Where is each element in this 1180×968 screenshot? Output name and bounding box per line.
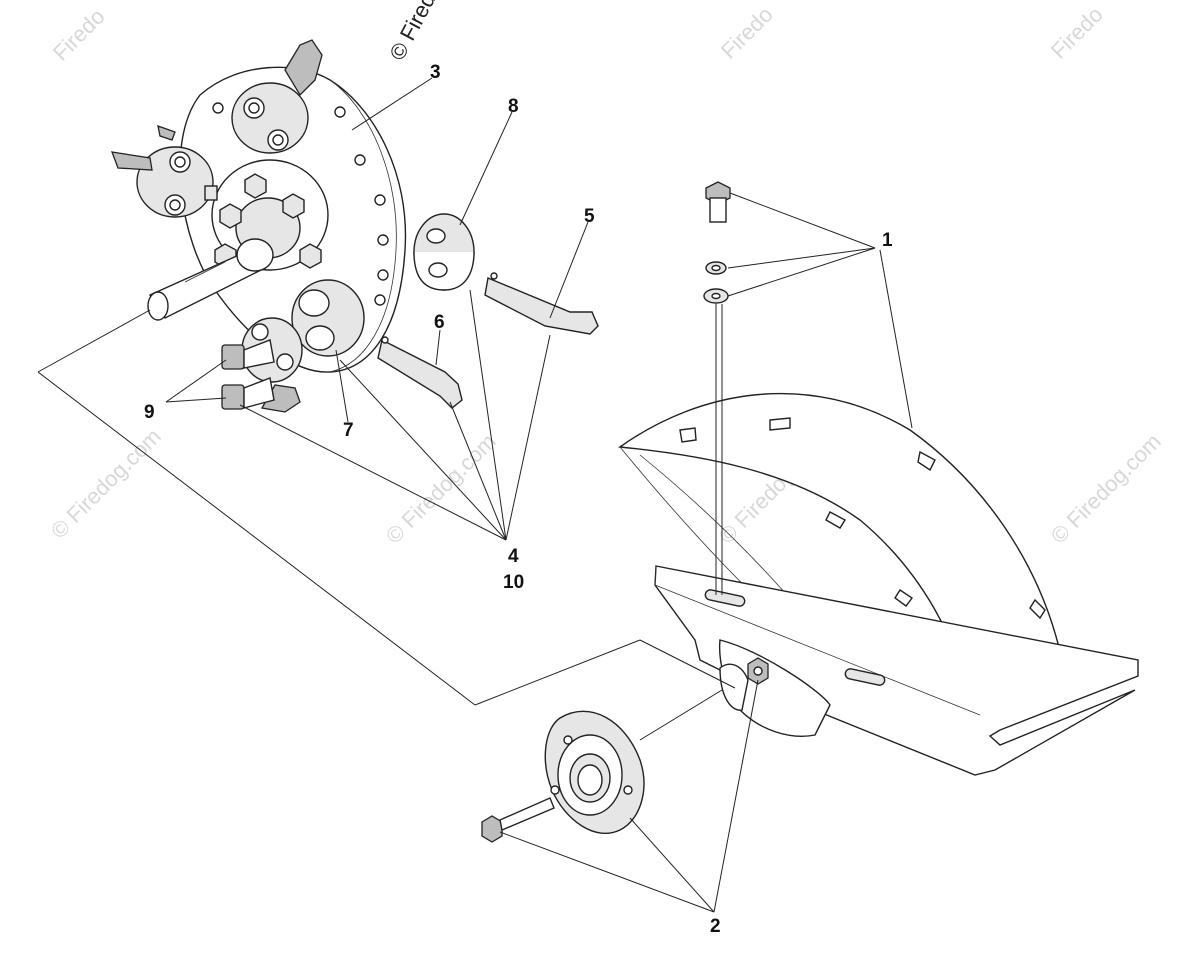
- mount-plate: [654, 565, 1139, 776]
- bolts-9: [221, 339, 275, 410]
- weight-8: [413, 213, 475, 291]
- weight-left: [136, 146, 214, 218]
- callout-7: 7: [343, 420, 354, 441]
- watermark-4: © Firedog.com: [46, 424, 166, 544]
- bearing-2: [481, 710, 645, 843]
- callout-8: 8: [508, 96, 519, 117]
- callout-6: 6: [434, 312, 445, 333]
- watermark-7: © Firedog.com: [1046, 429, 1166, 549]
- watermark-3: Firedo: [1046, 2, 1108, 64]
- leader-lines: [37, 77, 913, 913]
- callout-1: 1: [882, 230, 893, 251]
- weight-top: [231, 82, 309, 154]
- callout-9: 9: [144, 402, 155, 423]
- shroud-guard: [618, 392, 1139, 776]
- watermark-dark: © Firedo: [384, 0, 446, 64]
- watermark-2: Firedo: [716, 2, 778, 64]
- hammer-6: [377, 336, 463, 409]
- callout-10: 10: [503, 572, 524, 593]
- watermark-5: © Firedog.com: [381, 429, 501, 549]
- hardware-1: [703, 181, 731, 595]
- rotor-assembly: [110, 39, 407, 413]
- callout-4: 4: [508, 546, 519, 567]
- watermark-1: Firedo: [48, 4, 110, 66]
- callout-3: 3: [430, 62, 441, 83]
- rotor-shaft: [147, 238, 274, 321]
- weight-bottom: [291, 279, 365, 357]
- callout-5: 5: [584, 206, 595, 227]
- hammer-5: [484, 272, 599, 335]
- rotor-hub: [204, 159, 329, 271]
- callout-2: 2: [710, 916, 721, 937]
